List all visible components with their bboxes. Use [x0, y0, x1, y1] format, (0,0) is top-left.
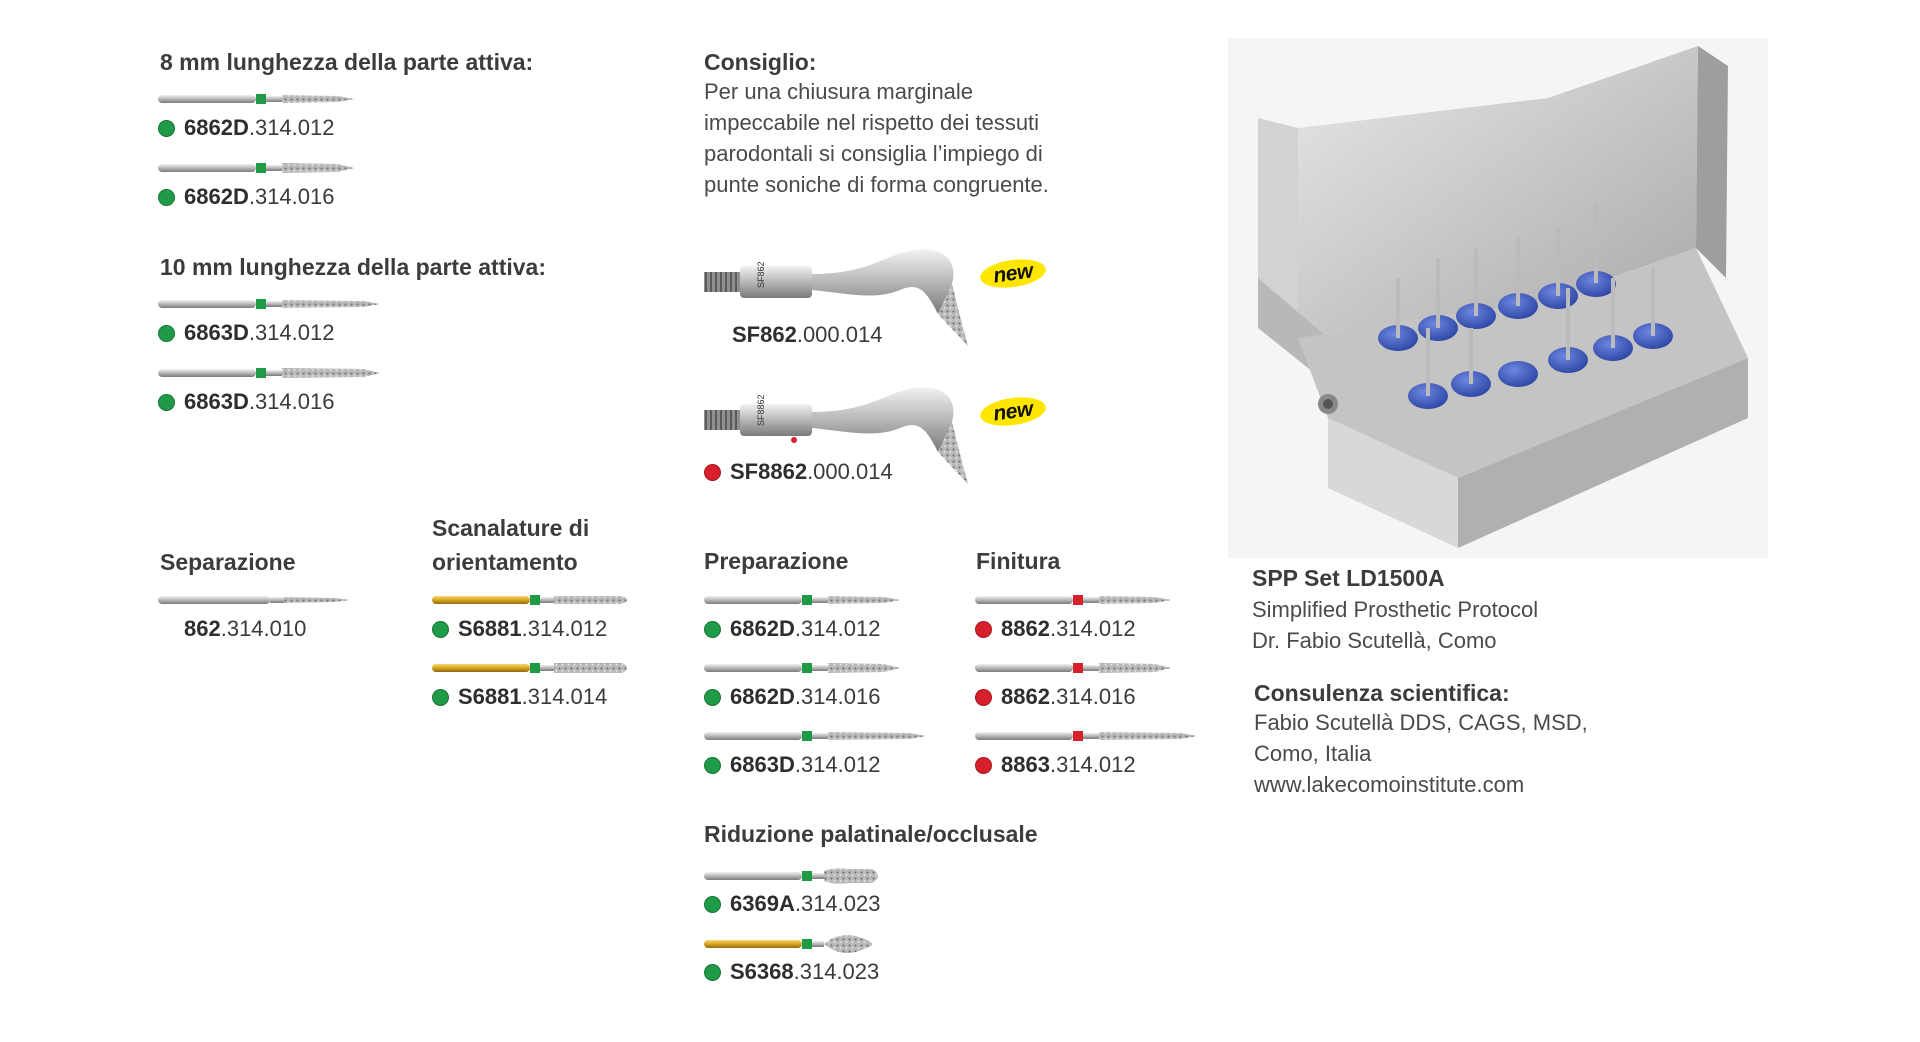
bur-s6881-014-image: [432, 663, 627, 673]
consulenza-line-2: Como, Italia: [1254, 741, 1372, 766]
sonic-tip-sf8862-image: SF8862: [704, 387, 968, 484]
consiglio-line-3: parodontali si consiglia l’impiego di: [704, 141, 1043, 166]
green-dot-icon: [704, 757, 721, 774]
item-prep-6862d-016: 6862D.314.016: [704, 683, 880, 711]
item-s6881-014: S6881.314.014: [432, 683, 607, 711]
item-6863d-016: 6863D.314.016: [158, 388, 334, 416]
item-prep-6863d-012: 6863D.314.012: [704, 751, 880, 779]
bur-8862-016-image: [975, 663, 1171, 673]
green-dot-icon: [432, 621, 449, 638]
item-8863-012: 8863.314.012: [975, 751, 1136, 779]
green-dot-icon: [158, 120, 175, 137]
red-dot-icon: [975, 621, 992, 638]
svg-text:SF8862: SF8862: [756, 394, 766, 426]
green-dot-icon: [432, 689, 449, 706]
green-dot-icon: [704, 964, 721, 981]
green-dot-icon: [704, 621, 721, 638]
item-s6881-012: S6881.314.012: [432, 615, 607, 643]
item-6862d-012: 6862D.314.012: [158, 114, 334, 142]
green-dot-icon: [704, 896, 721, 913]
bur-8863-012-image: [975, 731, 1197, 741]
item-8862-016: 8862.314.016: [975, 683, 1136, 711]
consiglio-line-1: Per una chiusura marginale: [704, 79, 974, 104]
consiglio-line-2: impeccabile nel rispetto dei tessuti: [704, 110, 1040, 135]
preparazione-title: Preparazione: [704, 548, 849, 574]
item-s6368-023: S6368.314.023: [704, 958, 879, 986]
set-line-1: Simplified Prosthetic Protocol: [1252, 597, 1539, 622]
item-862-010: 862.314.010: [184, 616, 307, 641]
consulenza-line-1: Fabio Scutellà DDS, CAGS, MSD,: [1254, 710, 1588, 735]
item-8862-012: 8862.314.012: [975, 615, 1136, 643]
separazione-title: Separazione: [160, 549, 296, 575]
green-dot-icon: [158, 189, 175, 206]
section-10mm-title: 10 mm lunghezza della parte attiva:: [160, 254, 547, 280]
green-dot-icon: [158, 325, 175, 342]
consiglio-line-4: punte soniche di forma congruente.: [704, 172, 1049, 197]
bur-s6368-image: [704, 935, 873, 953]
item-prep-6862d-012: 6862D.314.012: [704, 615, 880, 643]
bur-6862d-016-image: [158, 163, 354, 173]
scanalature-title-line1: Scanalature di: [432, 515, 590, 541]
bur-862-image: [158, 596, 350, 604]
item-sf862-000-014: SF862.000.014: [732, 322, 883, 347]
green-dot-icon: [158, 394, 175, 411]
item-6369a-023: 6369A.314.023: [704, 890, 880, 918]
svg-text:SF862: SF862: [756, 261, 766, 288]
item-6862d-016: 6862D.314.016: [158, 183, 334, 211]
item-sf8862-000-014: SF8862.000.014: [704, 458, 893, 486]
set-title: SPP Set LD1500A: [1252, 565, 1445, 591]
sonic-tip-sf862-image: SF862: [704, 249, 968, 346]
scanalature-title-line2: orientamento: [432, 549, 578, 575]
green-dot-icon: [704, 689, 721, 706]
bur-6863d-012-image: [158, 299, 380, 309]
bur-6369a-image: [704, 868, 878, 884]
bur-8862-012-image: [975, 595, 1171, 605]
spp-set-image: [1228, 38, 1768, 558]
bur-s6881-012-image: [432, 595, 627, 605]
finitura-title: Finitura: [976, 548, 1061, 574]
bur-6863d-016-image: [158, 368, 380, 378]
bur-prep-6863d-012-image: [704, 731, 926, 741]
red-dot-icon: [975, 757, 992, 774]
consulenza-title: Consulenza scientifica:: [1254, 680, 1510, 706]
bur-6862d-012-image: [158, 94, 354, 104]
bur-prep-6862d-016-image: [704, 663, 900, 673]
section-8mm-title: 8 mm lunghezza della parte attiva:: [160, 49, 534, 75]
consiglio-title: Consiglio:: [704, 49, 817, 75]
item-6863d-012: 6863D.314.012: [158, 319, 334, 347]
riduzione-title: Riduzione palatinale/occlusale: [704, 821, 1038, 847]
set-line-2: Dr. Fabio Scutellà, Como: [1252, 628, 1497, 653]
consulenza-website-link[interactable]: www.lakecomoinstitute.com: [1254, 772, 1525, 797]
red-dot-icon: [704, 464, 721, 481]
red-dot-icon: [975, 689, 992, 706]
bur-prep-6862d-012-image: [704, 595, 900, 605]
